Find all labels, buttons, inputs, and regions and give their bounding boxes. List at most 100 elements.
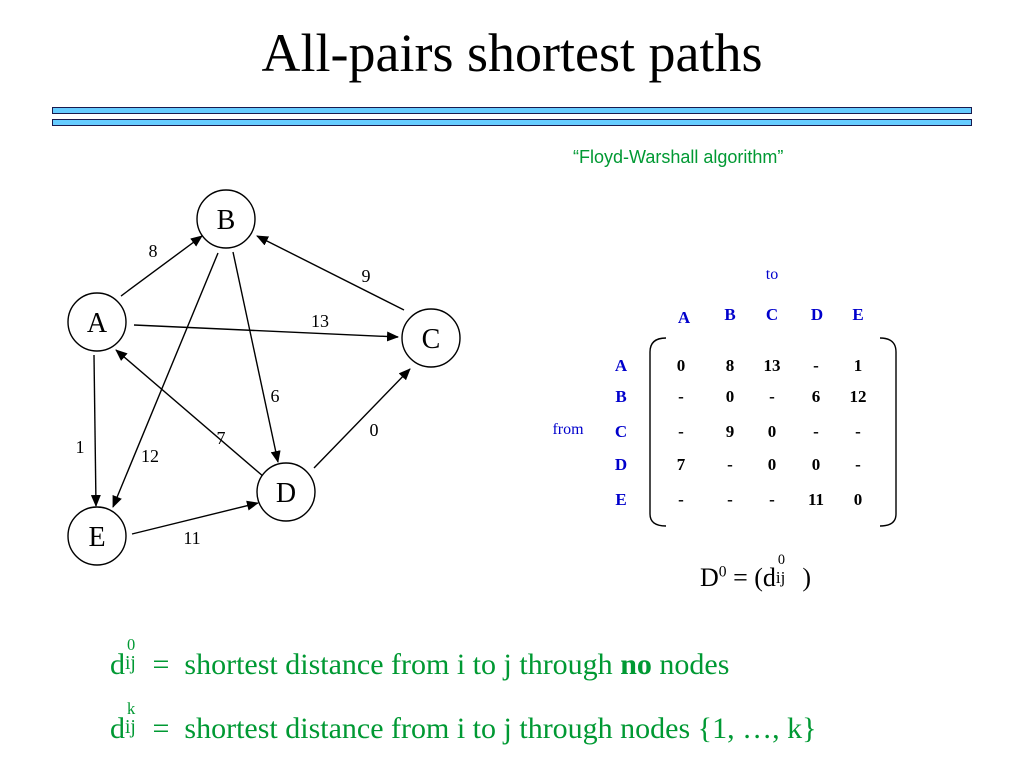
formula-lhs-sup: 0 bbox=[718, 563, 727, 581]
edge-a-b bbox=[120, 235, 203, 297]
matrix-column-header: A bbox=[678, 308, 691, 327]
matrix-row-header: D bbox=[615, 455, 627, 474]
edge-weights: 8 9 13 6 0 7 12 1 11 bbox=[76, 241, 379, 548]
formula-lhs-base: D bbox=[700, 563, 719, 592]
edge-a-e bbox=[90, 354, 101, 507]
weight-e-d: 11 bbox=[183, 528, 200, 548]
node-a-label: A bbox=[87, 308, 108, 339]
matrix-row-headers: A B C D E bbox=[615, 356, 628, 509]
matrix-column-header: D bbox=[811, 305, 823, 324]
definition-sub: ij bbox=[125, 652, 136, 674]
node-e-label: E bbox=[88, 522, 105, 553]
node-e: E bbox=[67, 506, 127, 566]
weight-c-b: 9 bbox=[362, 266, 371, 286]
matrix-from-label: from bbox=[552, 421, 584, 438]
weight-b-e: 12 bbox=[141, 446, 159, 466]
edge-b-e bbox=[112, 252, 219, 508]
matrix-cell: 0 bbox=[768, 455, 777, 474]
title-rule-bottom bbox=[52, 119, 972, 126]
edge-d-a bbox=[115, 349, 265, 478]
formula-inner-sub: ij bbox=[775, 567, 786, 587]
distance-matrix: to from A B C D E A B C D E 0 8 13 - 1 - bbox=[552, 266, 897, 527]
matrix-cell: - bbox=[678, 387, 684, 406]
matrix-row-header: B bbox=[615, 387, 626, 406]
node-a: A bbox=[67, 292, 127, 352]
matrix-column-header: C bbox=[766, 305, 778, 324]
matrix-row-header: A bbox=[615, 356, 628, 375]
matrix-column-header: B bbox=[724, 305, 735, 324]
matrix-cell: 0 bbox=[812, 455, 821, 474]
definition-sup: 0 bbox=[127, 634, 136, 654]
edge-e-d bbox=[131, 500, 259, 535]
matrix-cell: - bbox=[813, 422, 819, 441]
formula-equals: = (d bbox=[726, 563, 776, 592]
graph-edges bbox=[90, 235, 411, 535]
subtitle: “Floyd-Warshall algorithm” bbox=[573, 147, 784, 167]
definition-sub: ij bbox=[125, 716, 136, 738]
weight-a-e: 1 bbox=[76, 437, 85, 457]
title-rule-top bbox=[52, 107, 972, 114]
node-c: C bbox=[401, 308, 461, 368]
matrix-left-bracket bbox=[649, 337, 667, 527]
formula-close: ) bbox=[795, 563, 812, 592]
matrix-cell: - bbox=[855, 422, 861, 441]
definition-base: d bbox=[110, 712, 125, 745]
page-title: All-pairs shortest paths bbox=[261, 23, 763, 83]
definition-text-after: nodes bbox=[651, 648, 730, 681]
matrix-column-headers: A B C D E bbox=[678, 305, 864, 327]
definition-sup: k bbox=[127, 698, 136, 718]
definition-base: d bbox=[110, 648, 125, 681]
matrix-cell: 13 bbox=[764, 356, 781, 375]
node-b-label: B bbox=[217, 205, 236, 236]
matrix-cell: - bbox=[769, 490, 775, 509]
matrix-cell: 1 bbox=[854, 356, 863, 375]
graph-nodes: A B C D E bbox=[67, 189, 461, 566]
weight-a-b: 8 bbox=[149, 241, 158, 261]
matrix-cell: 0 bbox=[677, 356, 686, 375]
weight-a-c: 13 bbox=[311, 311, 329, 331]
matrix-column-header: E bbox=[852, 305, 863, 324]
matrix-row-header: C bbox=[615, 422, 627, 441]
edge-d-c bbox=[313, 368, 411, 469]
matrix-cell: - bbox=[813, 356, 819, 375]
matrix-cell: - bbox=[769, 387, 775, 406]
definition-text: = shortest distance from i to j through … bbox=[145, 712, 817, 745]
edge-a-c bbox=[133, 324, 399, 342]
matrix-right-bracket bbox=[879, 337, 897, 527]
matrix-cell: 6 bbox=[812, 387, 821, 406]
node-d: D bbox=[256, 462, 316, 522]
formula-inner-sup: 0 bbox=[777, 552, 786, 569]
matrix-cell: - bbox=[727, 490, 733, 509]
matrix-cell: 12 bbox=[850, 387, 867, 406]
matrix-cell: 7 bbox=[677, 455, 686, 474]
matrix-row-header: E bbox=[615, 490, 626, 509]
matrix-cell: - bbox=[727, 455, 733, 474]
edge-c-b bbox=[256, 235, 405, 311]
matrix-cell: 11 bbox=[808, 490, 824, 509]
matrix-cell: - bbox=[855, 455, 861, 474]
matrix-cell: 0 bbox=[726, 387, 735, 406]
matrix-to-label: to bbox=[766, 266, 778, 283]
weight-d-c: 0 bbox=[370, 420, 379, 440]
matrix-cell: 9 bbox=[726, 422, 735, 441]
edge-b-d bbox=[232, 251, 281, 463]
matrix-cell: 0 bbox=[768, 422, 777, 441]
matrix-cell: 8 bbox=[726, 356, 735, 375]
node-d-label: D bbox=[276, 478, 296, 509]
definition-bold: no bbox=[620, 648, 652, 681]
matrix-cell: 0 bbox=[854, 490, 863, 509]
matrix-cell: - bbox=[678, 422, 684, 441]
matrix-cells: 0 8 13 - 1 - 0 - 6 12 - 9 0 - - 7 - 0 0 … bbox=[677, 356, 867, 509]
matrix-cell: - bbox=[678, 490, 684, 509]
weight-b-d: 6 bbox=[271, 386, 280, 406]
weight-d-a: 7 bbox=[217, 428, 226, 448]
node-b: B bbox=[196, 189, 256, 249]
definition-text: = shortest distance from i to j through bbox=[145, 648, 621, 681]
